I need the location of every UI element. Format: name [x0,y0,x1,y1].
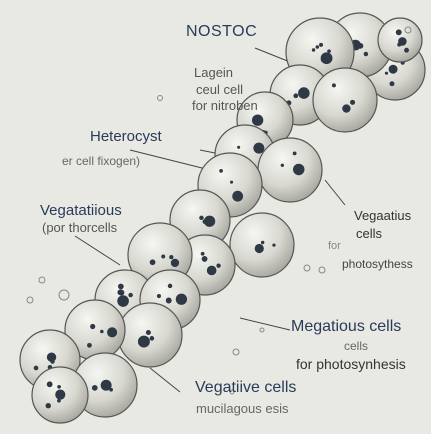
heterocyst-sublabel: er cell fixogen) [62,155,140,168]
for-label: for [328,241,341,253]
title-label: NOSTOC [186,24,257,41]
leader-line [130,150,210,170]
bubble [304,265,310,271]
cell [230,213,294,277]
bubble [319,267,325,273]
leader-line [325,180,345,205]
larger-cell-label-line2: ceul cell [196,83,243,97]
bubble [233,349,239,355]
vegetative-bottom-label-line2: mucilagous esis [196,402,289,416]
leader-line [240,318,290,330]
bubble [39,277,45,283]
vegetative-right-label-line1: Vegaatius [354,209,411,223]
vegetative-bottom-label-line1: Vegatiive cells [195,380,296,397]
heterocyst-label: Heterocyst [90,129,162,145]
bubble [260,328,264,332]
megatious-label-line3: for photosynhesis [296,357,406,372]
leader-line [150,368,180,392]
bubble [59,290,69,300]
megatious-label-line1: Megatious cells [291,319,401,336]
vegetative-left-label: Vegatatiious [40,203,122,219]
photosynthesis-label: photosythess [342,258,413,271]
cell [258,138,322,202]
larger-cell-label-line1: Lagein [194,66,233,80]
vegetative-left-sublabel: (por thorcells [42,221,117,235]
cell [32,367,88,423]
larger-cell-label-line3: for nitroben [192,99,258,113]
vegetative-right-label-line2: cells [356,227,382,241]
cell [378,18,422,62]
leader-line [75,236,120,265]
bubble [158,96,163,101]
cell [313,68,377,132]
bubble [27,297,33,303]
cell [118,303,182,367]
megatious-label-line2: cells [344,340,368,353]
